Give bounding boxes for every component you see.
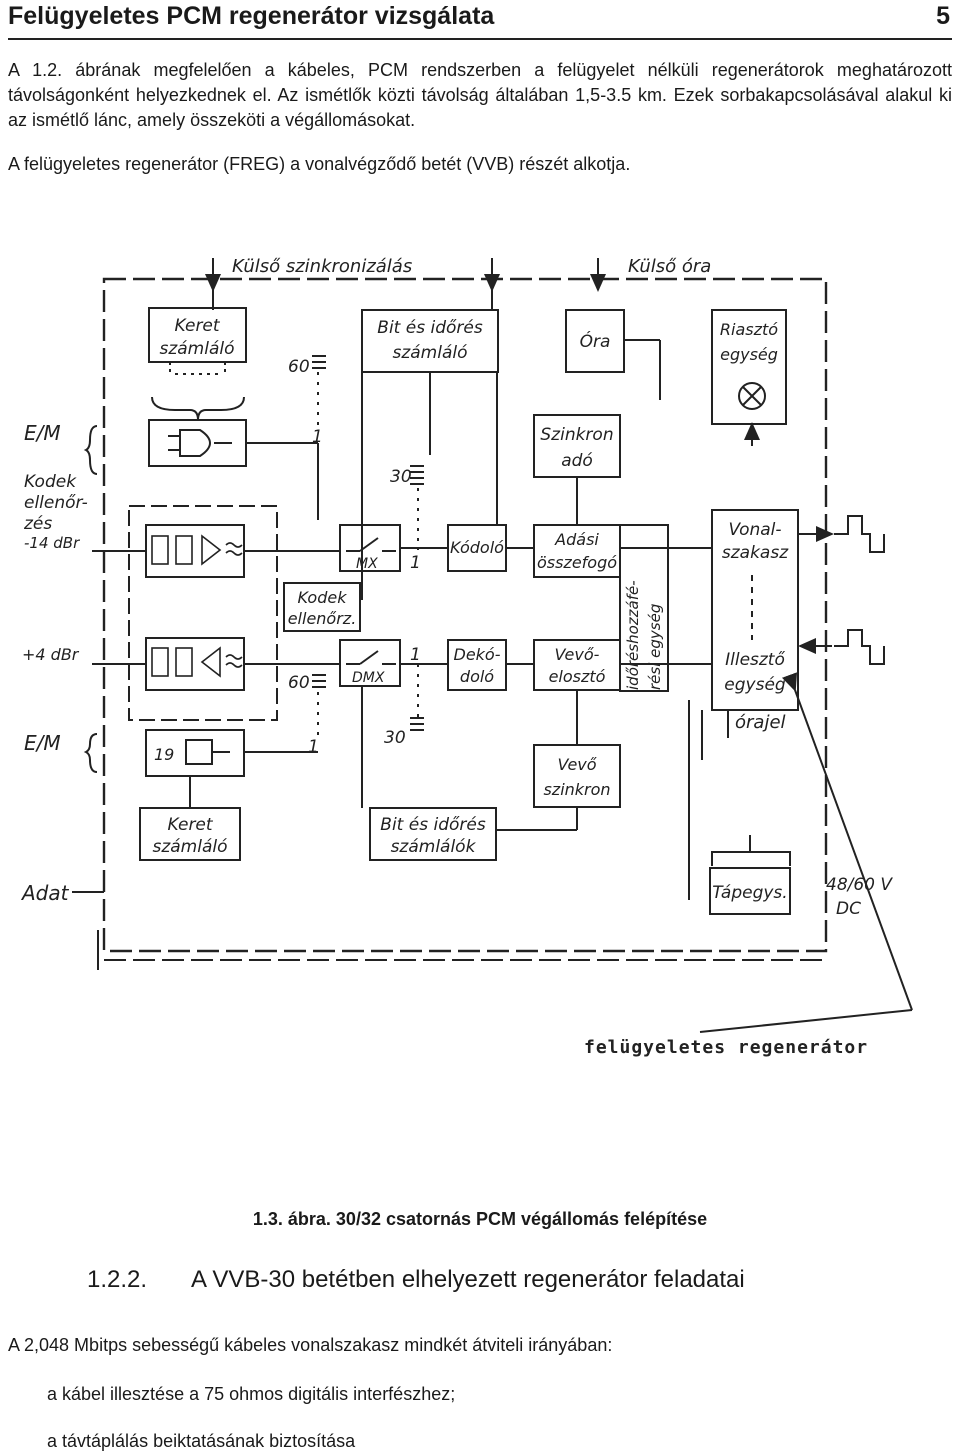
filter-chain-rx-icon xyxy=(151,646,243,678)
keret-szamlalo-top-l1: Keret xyxy=(174,316,220,336)
num-1-bottom: 1 xyxy=(308,737,319,757)
szinkron-ado-l2: adó xyxy=(561,451,593,471)
num-30-top: 30 xyxy=(390,467,412,487)
vevoel-l2: elosztó xyxy=(549,667,606,686)
kodek-ellz-l1: Kodek xyxy=(298,588,348,607)
page-title: Felügyeletes PCM regenerátor vizsgálata xyxy=(8,2,495,30)
kodek-ell-l3: zés xyxy=(23,514,52,534)
num-60-bottom: 60 xyxy=(288,673,310,693)
em-bottom-label: E/M xyxy=(24,731,61,755)
outer-frame xyxy=(102,277,828,953)
illeszto-l1: Illesztő xyxy=(725,650,785,670)
kodek-ell-l2: ellenőr- xyxy=(24,493,88,513)
and-gate-icon xyxy=(179,429,211,457)
kodolo-label: Kódoló xyxy=(450,538,504,557)
block-diagram: Keret számláló Bit és időrés számláló Ór… xyxy=(20,256,913,1058)
tapegys-label: Tápegys. xyxy=(712,883,787,903)
figure-caption: 1.3. ábra. 30/32 csatornás PCM végállomá… xyxy=(252,1209,708,1229)
ora-label: Óra xyxy=(580,330,611,352)
voltage-label: 48/60 V xyxy=(826,875,893,895)
kodek-ell-l1: Kodek xyxy=(24,472,77,492)
adat-label: Adat xyxy=(20,881,70,905)
bit-szamlalo-top-l1: Bit és időrés xyxy=(377,318,483,338)
section-title: A VVB-30 betétben elhelyezett regeneráto… xyxy=(191,1266,745,1293)
pulse-out-icon xyxy=(834,515,885,553)
minus14-label: -14 dBr xyxy=(24,534,80,552)
mx-label: MX xyxy=(356,556,378,572)
page-number: 5 xyxy=(936,2,950,30)
illeszto-l2: egység xyxy=(724,675,786,695)
idores-l1: időréshozzáfé- xyxy=(624,580,642,690)
list-item: a kábel illesztése a 75 ohmos digitális … xyxy=(47,1384,456,1404)
em-top-label: E/M xyxy=(24,421,61,445)
vonalszakasz-box xyxy=(711,509,799,711)
section-heading: 1.2.2. A VVB-30 betétben elhelyezett rege… xyxy=(87,1266,745,1294)
dmx-label: DMX xyxy=(352,670,385,686)
bit-bottom-l2: számlálók xyxy=(391,837,477,857)
vevo-szink-l2: szinkron xyxy=(543,780,610,799)
bit-szamlalo-top-l2: számláló xyxy=(392,343,467,363)
bit-szamlalok-bottom-box xyxy=(369,807,497,861)
body-paragraph: A 2,048 Mbitps sebességű kábeles vonalsz… xyxy=(8,1335,613,1355)
kulso-ora-label: Külső óra xyxy=(628,256,711,277)
num-1-mid: 1 xyxy=(410,553,421,573)
filter-chain-tx-icon xyxy=(151,534,243,566)
tapegys-box xyxy=(709,867,791,915)
vevoel-l1: Vevő- xyxy=(555,645,600,664)
page-header: Felügyeletes PCM regenerátor vizsgálata … xyxy=(8,0,952,40)
riaszto-l1: Riasztó xyxy=(720,320,778,339)
adasi-l2: összefogó xyxy=(537,553,617,572)
keret-bottom-l1: Keret xyxy=(167,815,213,835)
header-rule xyxy=(8,38,952,40)
idores-l2: rési egység xyxy=(646,604,664,690)
dc-label: DC xyxy=(836,899,861,919)
num-60-top: 60 xyxy=(288,357,310,377)
idores-box xyxy=(619,524,669,692)
dekodolo-l2: doló xyxy=(460,667,494,686)
codec-dashed-box xyxy=(128,505,278,721)
riaszto-l2: egység xyxy=(720,345,778,364)
kulso-szinkron-label: Külső szinkronizálás xyxy=(232,256,412,277)
num-30-bottom: 30 xyxy=(384,728,406,748)
adasi-l1: Adási xyxy=(554,530,599,549)
list-item: a távtáplálás beiktatásának biztosítása xyxy=(47,1431,356,1451)
keret-szamlalo-top-l2: számláló xyxy=(159,339,234,359)
intro-paragraph-2: A felügyeletes regenerátor (FREG) a vona… xyxy=(8,154,631,174)
szinkron-ado-l1: Szinkron xyxy=(540,425,613,445)
felugyeletes-regenerator-label: felügyeletes regenerátor xyxy=(584,1037,868,1058)
kodek-ellenorz-box xyxy=(283,582,361,632)
keret-bottom-l2: számláló xyxy=(152,837,227,857)
relay-coil-icon xyxy=(185,739,213,765)
plus4-label: +4 dBr xyxy=(22,645,80,664)
num-1-dmx: 1 xyxy=(410,645,421,665)
relay-number: 19 xyxy=(154,745,174,764)
section-number: 1.2.2. xyxy=(87,1266,148,1293)
keret-szamlalo-top-box xyxy=(148,307,247,363)
bit-bottom-l1: Bit és időrés xyxy=(380,815,486,835)
dekodolo-l1: Dekó- xyxy=(454,645,501,664)
vonal-l1: Vonal- xyxy=(728,520,781,540)
num-1-top: 1 xyxy=(312,427,323,447)
vonal-l2: szakasz xyxy=(722,543,789,563)
intro-paragraph-1: A 1.2. ábrának megfelelően a kábeles, PC… xyxy=(8,60,952,130)
codec-rx-chain xyxy=(145,637,245,691)
kodek-ellz-l2: ellenőrz. xyxy=(288,609,357,628)
orajel-label: órajel xyxy=(735,712,786,733)
vevo-szink-l1: Vevő xyxy=(557,755,596,774)
pulse-in-icon xyxy=(834,629,885,665)
alarm-lamp-icon xyxy=(738,382,766,410)
